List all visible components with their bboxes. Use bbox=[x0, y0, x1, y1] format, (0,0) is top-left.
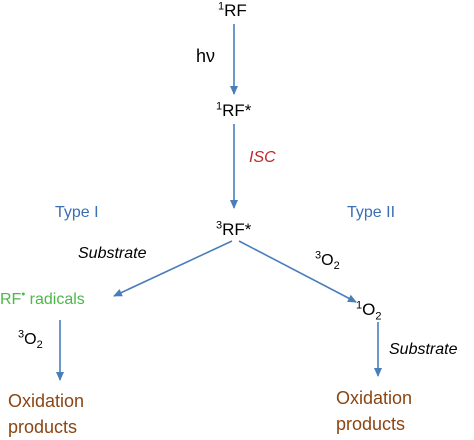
rf-triplet-star: * bbox=[244, 220, 252, 239]
type-one-label: Type I bbox=[55, 204, 99, 221]
oxidation-products-right: Oxidation products bbox=[336, 385, 412, 437]
rf-singlet-star: * bbox=[244, 101, 252, 120]
rf-triplet-excited: 3RF* bbox=[216, 219, 252, 239]
triplet-oxygen-left-label: O bbox=[24, 331, 37, 348]
singlet-oxygen-superscript: 1 bbox=[356, 299, 363, 312]
arrow-type-one bbox=[113, 240, 233, 297]
rf-triplet-superscript: 3 bbox=[216, 219, 223, 232]
rf-singlet-excited: 1RF* bbox=[216, 100, 252, 120]
rf-ground-superscript: 1 bbox=[218, 0, 225, 13]
substrate-right-label: Substrate bbox=[389, 341, 458, 358]
triplet-oxygen-right: 3O2 bbox=[315, 249, 340, 273]
oxidation-products-left-line1: Oxidation bbox=[8, 391, 85, 411]
triplet-oxygen-left: 3O2 bbox=[18, 328, 43, 352]
oxidation-products-left-line2: products bbox=[8, 417, 78, 437]
isc-label: ISC bbox=[249, 149, 276, 166]
substrate-left-label: Substrate bbox=[78, 245, 147, 262]
triplet-oxygen-left-superscript: 3 bbox=[18, 328, 25, 341]
rf-radicals-label: RF bbox=[0, 291, 22, 308]
excitation-label: hν bbox=[196, 46, 216, 66]
singlet-oxygen-label: O bbox=[362, 300, 376, 319]
rf-radicals-suffix: radicals bbox=[25, 291, 85, 308]
rf-triplet-label: RF bbox=[222, 220, 245, 239]
rf-ground-state: 1RF bbox=[218, 0, 247, 20]
oxidation-products-right-line1: Oxidation bbox=[336, 388, 413, 408]
oxidation-products-left: Oxidation products bbox=[8, 388, 84, 440]
singlet-oxygen: 1O2 bbox=[356, 299, 381, 322]
triplet-oxygen-left-subscript: 2 bbox=[36, 339, 43, 352]
triplet-oxygen-right-superscript: 3 bbox=[315, 249, 322, 262]
triplet-oxygen-right-label: O bbox=[321, 252, 334, 269]
rf-ground-label: RF bbox=[224, 1, 247, 20]
rf-singlet-label: RF bbox=[222, 101, 245, 120]
arrow-type-two bbox=[238, 240, 357, 303]
type-two-label: Type II bbox=[347, 204, 396, 221]
rf-radicals: RF• radicals bbox=[0, 288, 85, 308]
triplet-oxygen-right-subscript: 2 bbox=[333, 260, 340, 273]
rf-radicals-dot: • bbox=[21, 288, 26, 301]
singlet-oxygen-subscript: 2 bbox=[375, 310, 382, 323]
oxidation-products-right-line2: products bbox=[336, 414, 406, 434]
rf-singlet-superscript: 1 bbox=[216, 100, 223, 113]
